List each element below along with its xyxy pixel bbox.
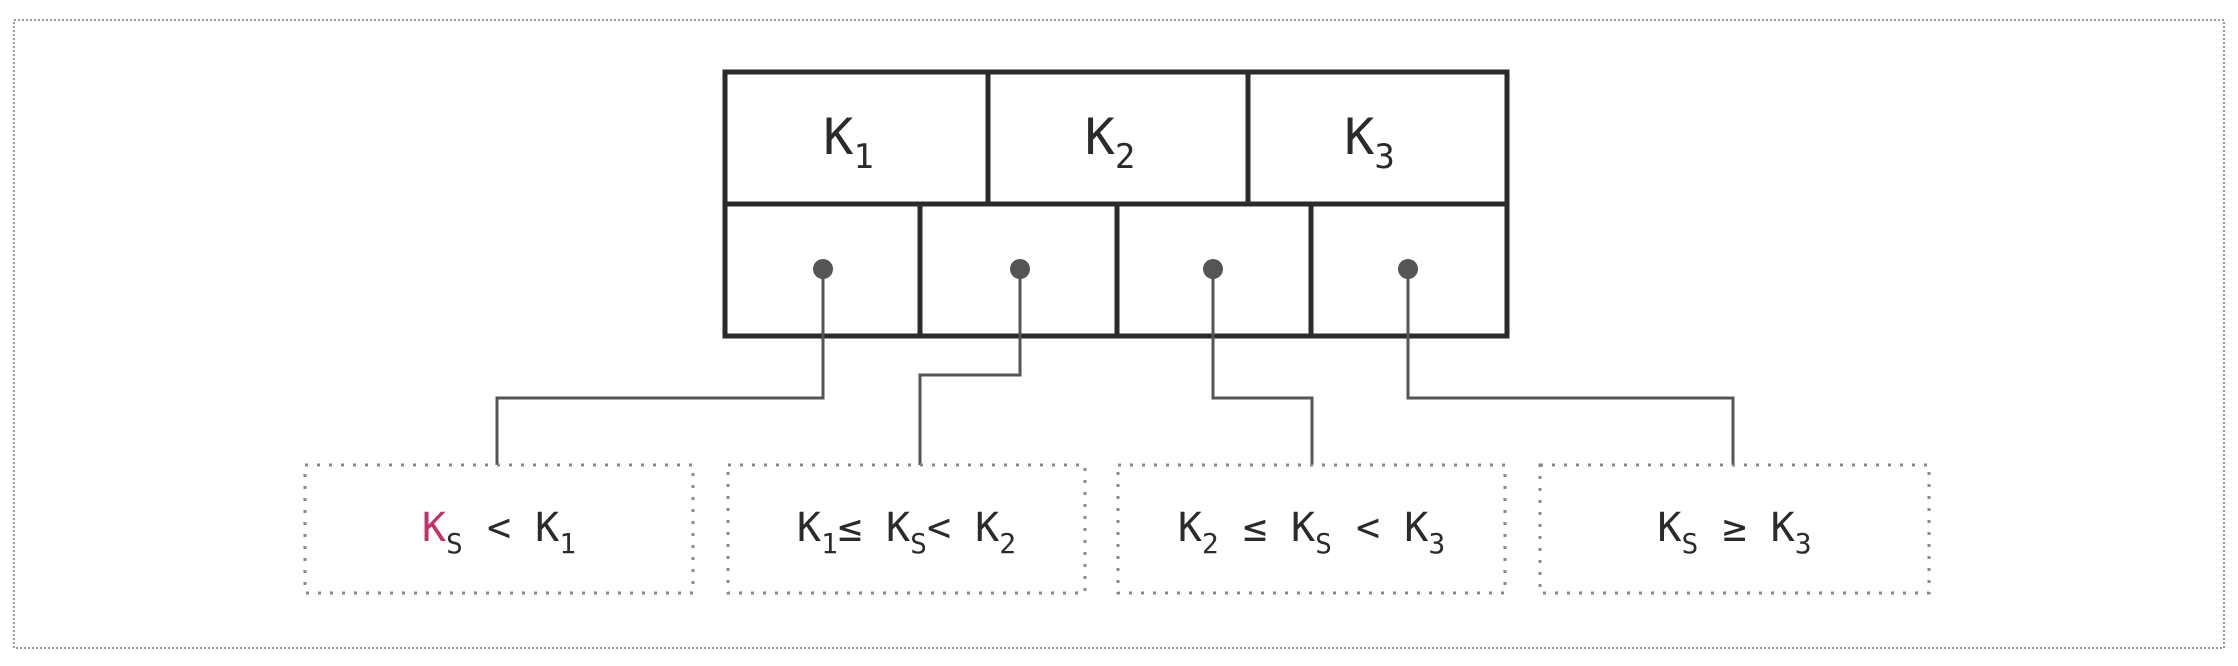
key-subscript: 1 xyxy=(853,137,873,177)
range-text: ≤ xyxy=(838,505,886,551)
connector-1 xyxy=(495,269,825,465)
range-subscript: S xyxy=(446,527,463,560)
connector-4 xyxy=(1406,269,1735,465)
range-subscript: S xyxy=(910,527,927,560)
range-subscript: S xyxy=(1315,527,1332,560)
range-text: ≥ xyxy=(1698,505,1770,551)
key-1: K1 xyxy=(823,108,874,177)
pointer-connectors xyxy=(495,269,1735,465)
btree-node: K1 K2 K3 xyxy=(722,69,1510,339)
range-subscript: 1 xyxy=(821,527,838,560)
child-range-box-3 xyxy=(1116,463,1507,595)
child-range-label-2: K1≤ KS< K2 xyxy=(797,505,1016,560)
range-subscript: 2 xyxy=(1202,527,1219,560)
range-text: K xyxy=(1291,505,1315,551)
child-range-label-4: KS ≥ K3 xyxy=(1657,505,1811,560)
range-text: K xyxy=(535,505,559,551)
range-text: K xyxy=(1178,505,1202,551)
key-subscript: 2 xyxy=(1115,137,1135,177)
range-subscript: 1 xyxy=(559,527,576,560)
child-range-box-2 xyxy=(726,463,1087,595)
range-text: < xyxy=(927,505,975,551)
range-text: K xyxy=(422,505,446,551)
range-subscript: 2 xyxy=(999,527,1016,560)
range-subscript: 3 xyxy=(1795,527,1812,560)
range-text: K xyxy=(1404,505,1428,551)
key-subscript: 3 xyxy=(1374,137,1394,177)
range-text: < xyxy=(463,505,535,551)
range-text: < xyxy=(1332,505,1404,551)
range-subscript: S xyxy=(1682,527,1699,560)
connector-3 xyxy=(1211,269,1314,465)
child-range-label-3: K2 ≤ KS < K3 xyxy=(1178,505,1445,560)
diagram-frame xyxy=(13,19,2225,649)
range-text: K xyxy=(975,505,999,551)
child-range-label-1: KS < K1 xyxy=(422,505,576,560)
child-range-box-4 xyxy=(1538,463,1931,595)
key-2: K2 xyxy=(1085,108,1136,177)
range-text: ≤ xyxy=(1219,505,1291,551)
range-text: K xyxy=(886,505,910,551)
child-range-box-1 xyxy=(303,463,695,595)
key-3: K3 xyxy=(1344,108,1395,177)
range-text: K xyxy=(1657,505,1681,551)
range-subscript: 3 xyxy=(1428,527,1445,560)
connector-2 xyxy=(918,269,1022,465)
range-text: K xyxy=(797,505,821,551)
range-text: K xyxy=(1771,505,1795,551)
